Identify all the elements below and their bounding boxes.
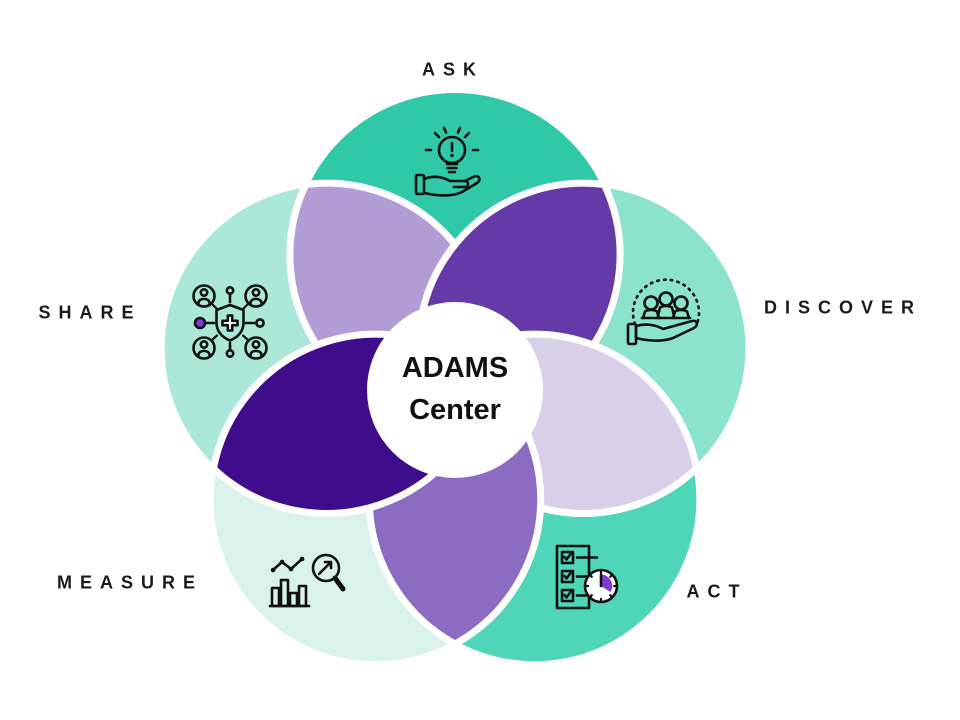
people-hand-icon [626, 278, 701, 346]
chart-magnifier-icon [268, 553, 346, 608]
center-circle [367, 302, 543, 478]
center-title: ADAMS Center [402, 347, 508, 431]
label-act: ACT [686, 581, 748, 602]
label-discover: DISCOVER [763, 297, 923, 318]
label-measure: MEASURE [56, 572, 204, 593]
label-ask: ASK [421, 59, 485, 80]
checklist-clock-icon [555, 544, 619, 610]
center-title-line2: Center [409, 394, 501, 426]
center-title-line1: ADAMS [401, 351, 509, 384]
lightbulb-hand-icon [414, 126, 481, 197]
network-shield-icon [192, 284, 268, 360]
label-share: SHARE [38, 302, 142, 323]
